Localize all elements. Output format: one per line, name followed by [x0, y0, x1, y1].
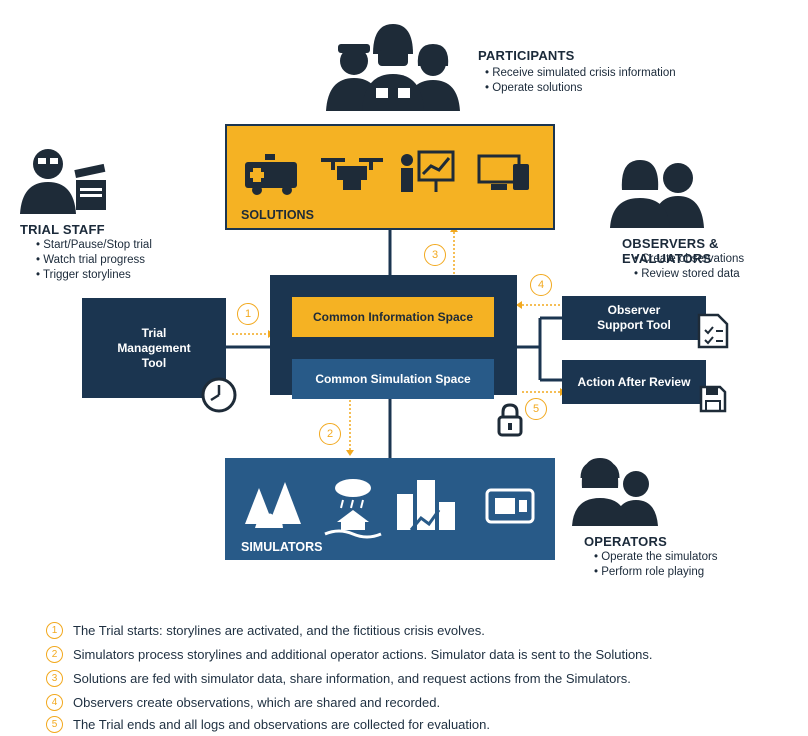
trial-staff-icon	[18, 142, 114, 214]
action-after-review-box: Action After Review	[562, 360, 706, 404]
operators-bullets: • Operate the simulators • Perform role …	[594, 550, 718, 580]
common-information-space-label: Common Information Space	[312, 310, 473, 324]
participants-bullet: • Receive simulated crisis information	[485, 67, 676, 79]
legend-text: The Trial starts: storylines are activat…	[73, 623, 485, 638]
legend-text: Solutions are fed with simulator data, s…	[73, 671, 631, 686]
action-after-review-label: Action After Review	[577, 375, 691, 389]
checklist-icon	[696, 312, 730, 350]
trial-staff-bullet: • Start/Pause/Stop trial	[36, 239, 152, 251]
legend-number: 4	[46, 694, 63, 711]
simulators-box: SIMULATORS	[225, 458, 555, 560]
step-marker-3: 3	[424, 244, 446, 266]
participants-bullet: • Operate solutions	[485, 82, 583, 94]
operators-bullet: • Perform role playing	[594, 566, 705, 578]
trial-staff-heading: TRIAL STAFF	[20, 222, 105, 237]
observers-bullet: • Create observations	[634, 253, 745, 265]
observer-support-tool-label-line2: Support Tool	[597, 318, 671, 332]
solutions-box: SOLUTIONS	[225, 124, 555, 230]
legend-number: 5	[46, 716, 63, 733]
trial-management-tool-label-line1: Trial	[141, 325, 167, 340]
operators-icon	[570, 454, 666, 526]
common-simulation-space: Common Simulation Space	[292, 359, 494, 399]
participants-icon	[318, 16, 468, 111]
trial-staff-bullet: • Trigger storylines	[36, 269, 131, 281]
legend-text: Observers create observations, which are…	[73, 695, 441, 710]
step-marker-5: 5	[525, 398, 547, 420]
legend-text: Simulators process storylines and additi…	[73, 647, 653, 662]
legend-item-5: 5 The Trial ends and all logs and observ…	[46, 716, 490, 733]
legend-item-3: 3 Solutions are fed with simulator data,…	[46, 670, 631, 687]
observers-bullet: • Review stored data	[634, 268, 740, 280]
legend-number: 1	[46, 622, 63, 639]
observers-bullets: • Create observations • Review stored da…	[634, 252, 744, 282]
solutions-label: SOLUTIONS	[241, 208, 314, 222]
trial-management-tool-label-line2: Management	[117, 340, 191, 355]
trial-staff-bullet: • Watch trial progress	[36, 254, 146, 266]
observer-support-tool-label-line1: Observer	[607, 303, 661, 317]
trial-management-tool-box: Trial Management Tool	[82, 298, 226, 398]
observers-icon	[608, 156, 712, 228]
legend-item-4: 4 Observers create observations, which a…	[46, 694, 440, 711]
legend-number: 2	[46, 646, 63, 663]
participants-bullets: • Receive simulated crisis information •…	[485, 66, 676, 96]
participants-heading: PARTICIPANTS	[478, 48, 575, 63]
legend-item-1: 1 The Trial starts: storylines are activ…	[46, 622, 485, 639]
legend-text: The Trial ends and all logs and observat…	[73, 717, 490, 732]
legend-number: 3	[46, 670, 63, 687]
trial-management-tool-label-line3: Tool	[141, 355, 167, 370]
observer-support-tool-box: Observer Support Tool	[562, 296, 706, 340]
operators-bullet: • Operate the simulators	[594, 551, 718, 563]
observers-heading: OBSERVERS & EVALUATORS	[622, 236, 719, 266]
step-marker-2: 2	[319, 423, 341, 445]
lock-icon	[496, 402, 524, 438]
step-marker-4: 4	[530, 274, 552, 296]
simulators-icons	[245, 479, 535, 539]
trial-staff-bullets: • Start/Pause/Stop trial • Watch trial p…	[36, 238, 152, 283]
common-simulation-space-label: Common Simulation Space	[315, 372, 471, 386]
solutions-icons	[245, 150, 529, 195]
legend-item-2: 2 Simulators process storylines and addi…	[46, 646, 653, 663]
center-hub: Common Information Space Common Simulati…	[270, 275, 517, 399]
step-marker-1: 1	[237, 303, 259, 325]
clock-icon	[200, 376, 238, 414]
operators-heading: OPERATORS	[584, 534, 667, 549]
save-disk-icon	[698, 384, 728, 414]
simulators-label: SIMULATORS	[241, 540, 323, 554]
common-information-space: Common Information Space	[292, 297, 494, 337]
